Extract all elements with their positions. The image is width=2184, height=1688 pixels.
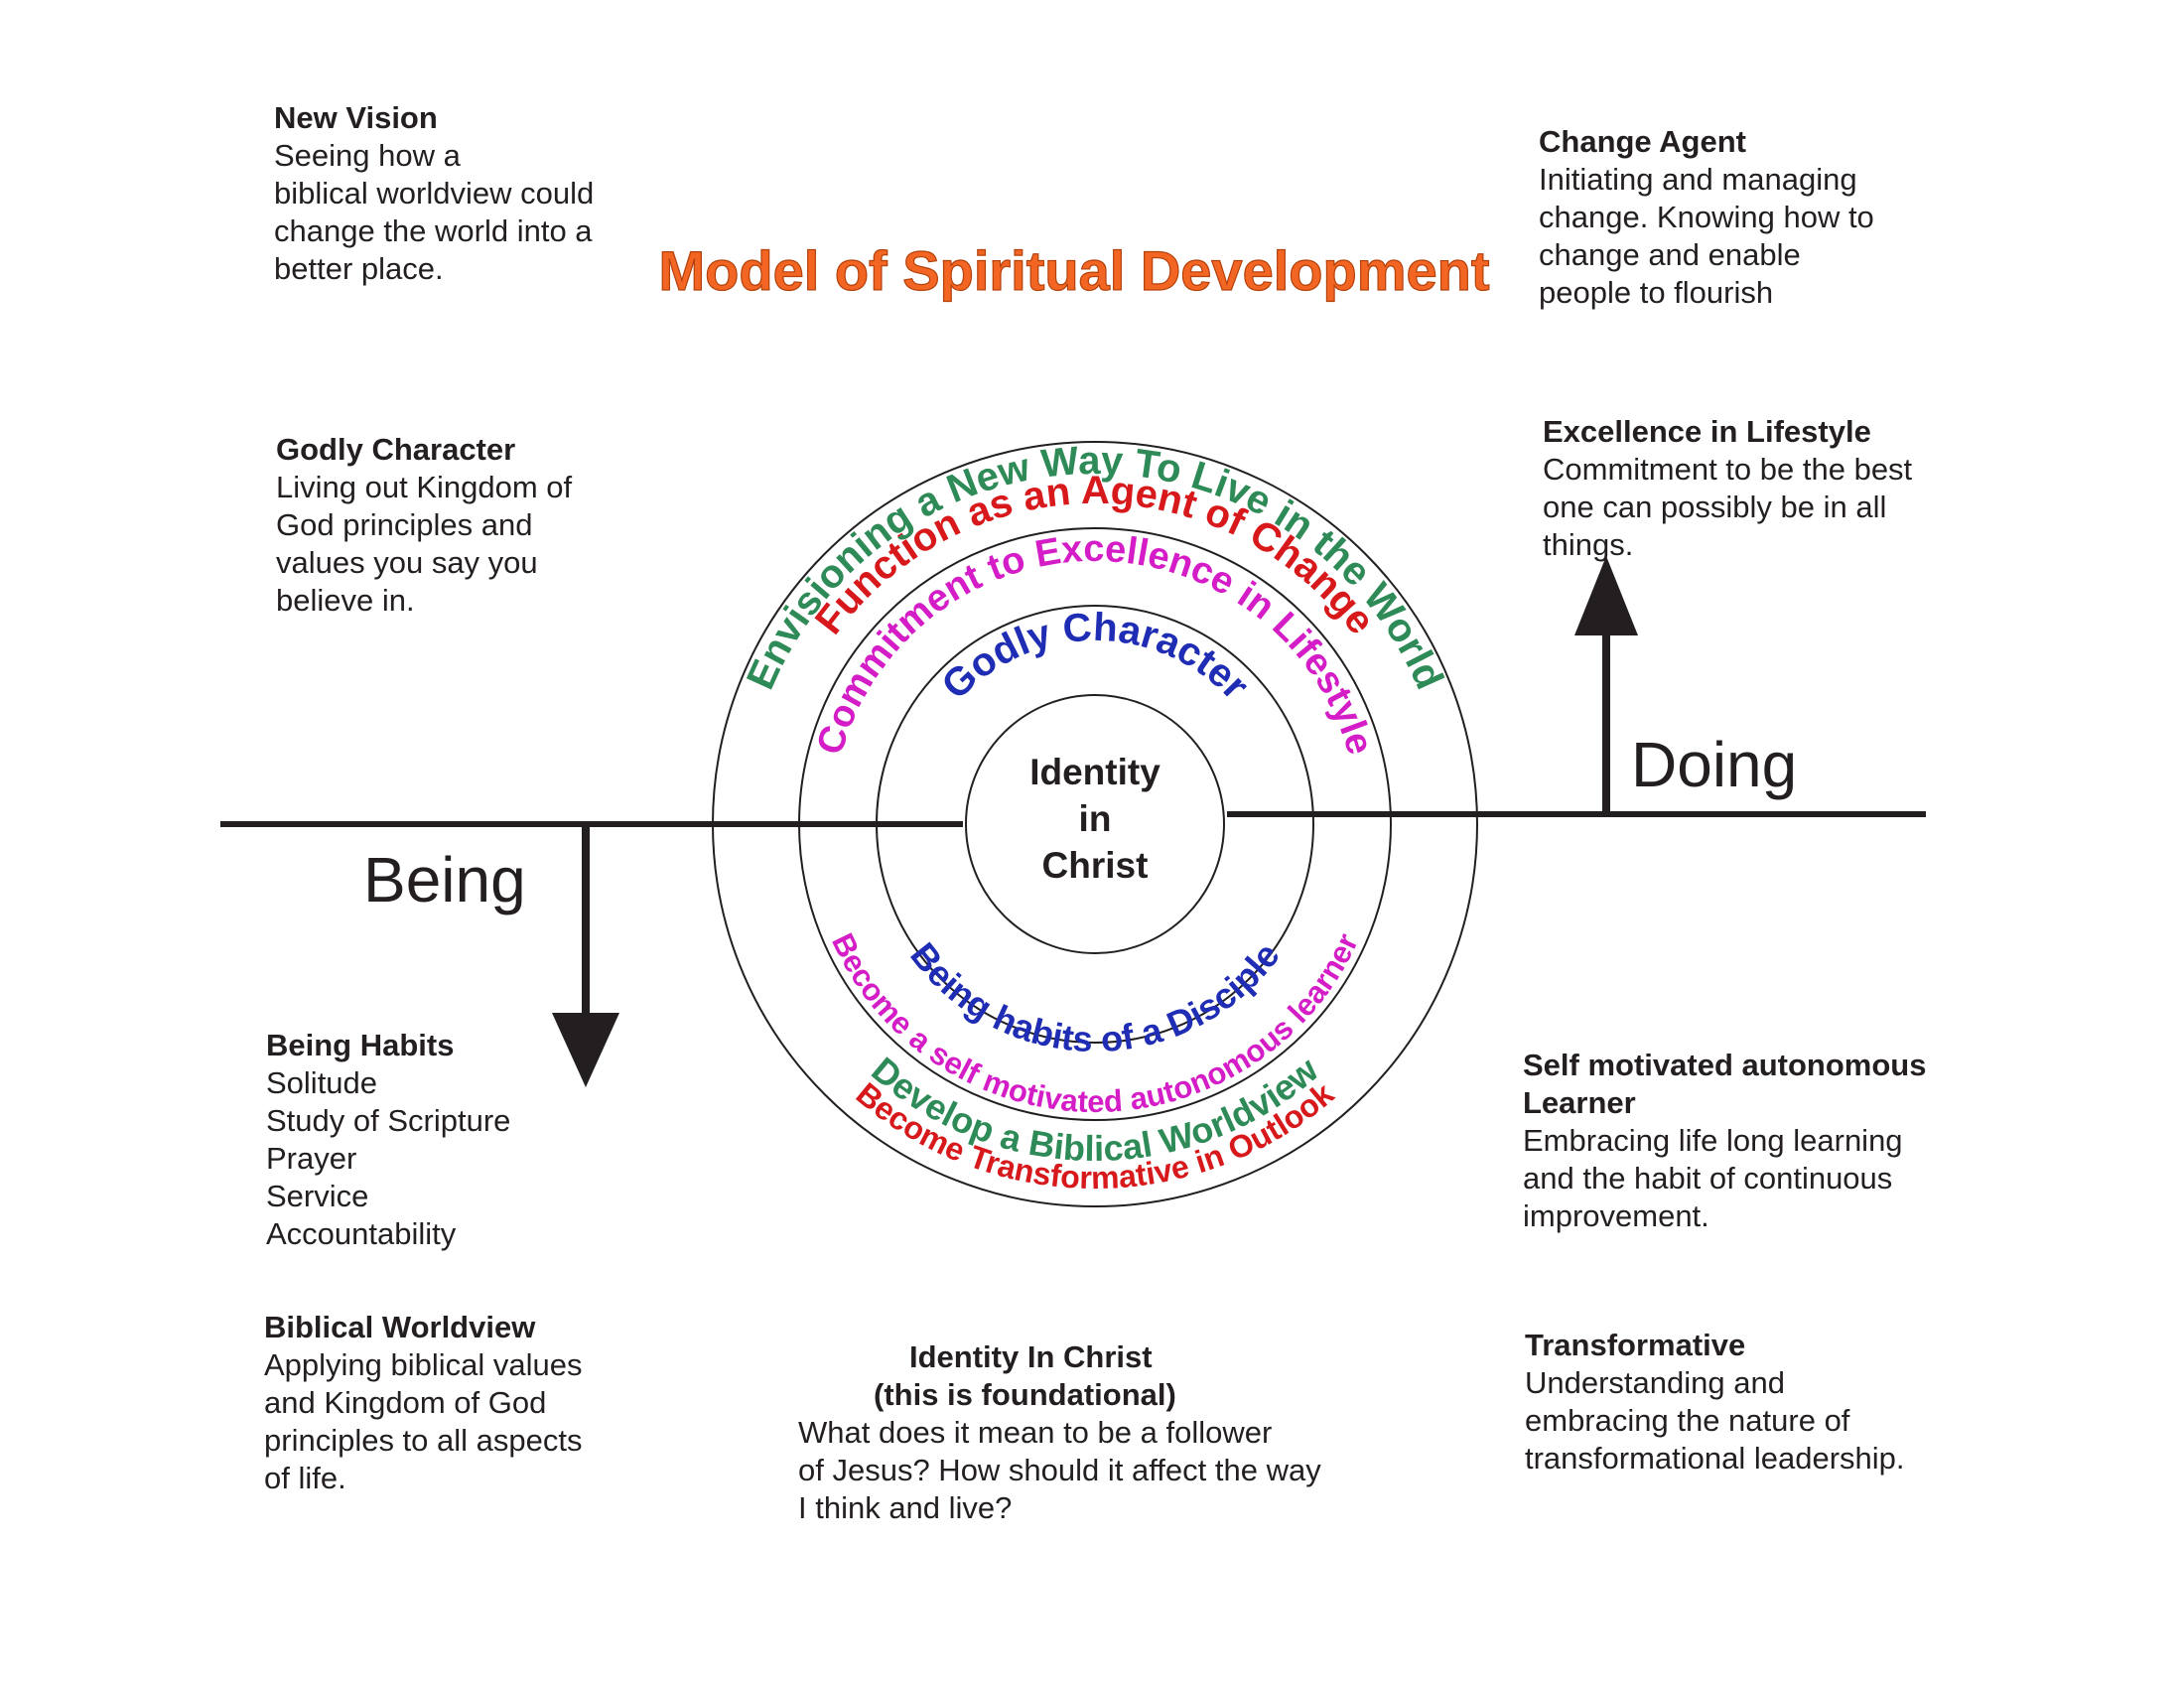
being-habits-line: Service [266,1179,369,1213]
biblical-worldview-line: principles to all aspects [264,1423,583,1458]
godly-character-block: Godly Character Living out Kingdom of Go… [276,431,572,620]
excellence-in-lifestyle-line: one can possibly be in all [1543,490,1887,524]
transformative-line: embracing the nature of [1525,1403,1850,1438]
transformative-block: Transformative Understanding and embraci… [1525,1327,1905,1477]
identity-in-christ-heading: Identity In Christ [909,1339,1153,1374]
biblical-worldview-block: Biblical Worldview Applying biblical val… [264,1309,583,1497]
godly-character-line: believe in. [276,583,415,618]
being-habits-block: Being Habits Solitude Study of Scripture… [266,1027,510,1253]
center-label-line-3: Christ [1042,845,1149,886]
change-agent-block: Change Agent Initiating and managing cha… [1539,123,1874,312]
self-motivated-learner-heading: Self motivated autonomous [1523,1048,1927,1082]
biblical-worldview-line: Applying biblical values [264,1347,583,1382]
godly-character-heading: Godly Character [276,432,516,467]
excellence-in-lifestyle-heading: Excellence in Lifestyle [1543,414,1871,449]
godly-character-line: God principles and [276,507,533,542]
center-label-line-1: Identity [1029,752,1160,792]
doing-arrow-head-icon [1574,556,1638,635]
biblical-worldview-line: and Kingdom of God [264,1385,547,1420]
being-habits-line: Accountability [266,1216,457,1251]
change-agent-line: Initiating and managing [1539,162,1857,197]
new-vision-block: New Vision Seeing how a biblical worldvi… [274,99,594,288]
change-agent-line: change and enable [1539,237,1801,272]
ring-text-godly-character: Godly Character [934,606,1258,708]
godly-character-line: values you say you [276,545,538,580]
new-vision-line: biblical worldview could [274,176,595,211]
new-vision-line: better place. [274,251,444,286]
self-motivated-learner-heading-2: Learner [1523,1085,1636,1120]
center-circle [965,694,1225,954]
center-label-line-2: in [1079,798,1112,839]
self-motivated-learner-line: and the habit of continuous [1523,1161,1893,1196]
self-motivated-learner-block: Self motivated autonomous Learner Embrac… [1523,1047,1926,1235]
identity-in-christ-line: I think and live? [798,1490,1013,1525]
diagram-title: Model of Spiritual Development [659,239,1490,302]
excellence-in-lifestyle-line: things. [1543,527,1634,562]
change-agent-heading: Change Agent [1539,124,1746,159]
identity-in-christ-block: Identity In Christ (this is foundational… [798,1338,1321,1527]
new-vision-heading: New Vision [274,100,438,135]
change-agent-line: change. Knowing how to [1539,200,1874,234]
self-motivated-learner-line: Embracing life long learning [1523,1123,1903,1158]
transformative-line: transformational leadership. [1525,1441,1905,1476]
excellence-in-lifestyle-line: Commitment to be the best [1543,452,1913,487]
transformative-line: Understanding and [1525,1365,1785,1400]
excellence-in-lifestyle-block: Excellence in Lifestyle Commitment to be… [1543,413,1912,564]
identity-in-christ-subheading: (this is foundational) [874,1377,1176,1412]
godly-character-line: Living out Kingdom of [276,470,573,504]
identity-in-christ-line: of Jesus? How should it affect the way [798,1453,1321,1487]
new-vision-line: Seeing how a [274,138,461,173]
doing-label: Doing [1631,729,1797,800]
being-habits-heading: Being Habits [266,1028,455,1062]
change-agent-line: people to flourish [1539,275,1774,310]
being-habits-line: Solitude [266,1065,378,1100]
self-motivated-learner-line: improvement. [1523,1198,1709,1233]
being-habits-line: Prayer [266,1141,357,1176]
being-arrow-head-icon [552,1013,619,1087]
transformative-heading: Transformative [1525,1328,1746,1362]
new-vision-line: change the world into a [274,213,593,248]
biblical-worldview-line: of life. [264,1461,346,1495]
being-habits-line: Study of Scripture [266,1103,511,1138]
biblical-worldview-heading: Biblical Worldview [264,1310,536,1344]
being-label: Being [363,844,526,915]
identity-in-christ-line: What does it mean to be a follower [798,1415,1273,1450]
